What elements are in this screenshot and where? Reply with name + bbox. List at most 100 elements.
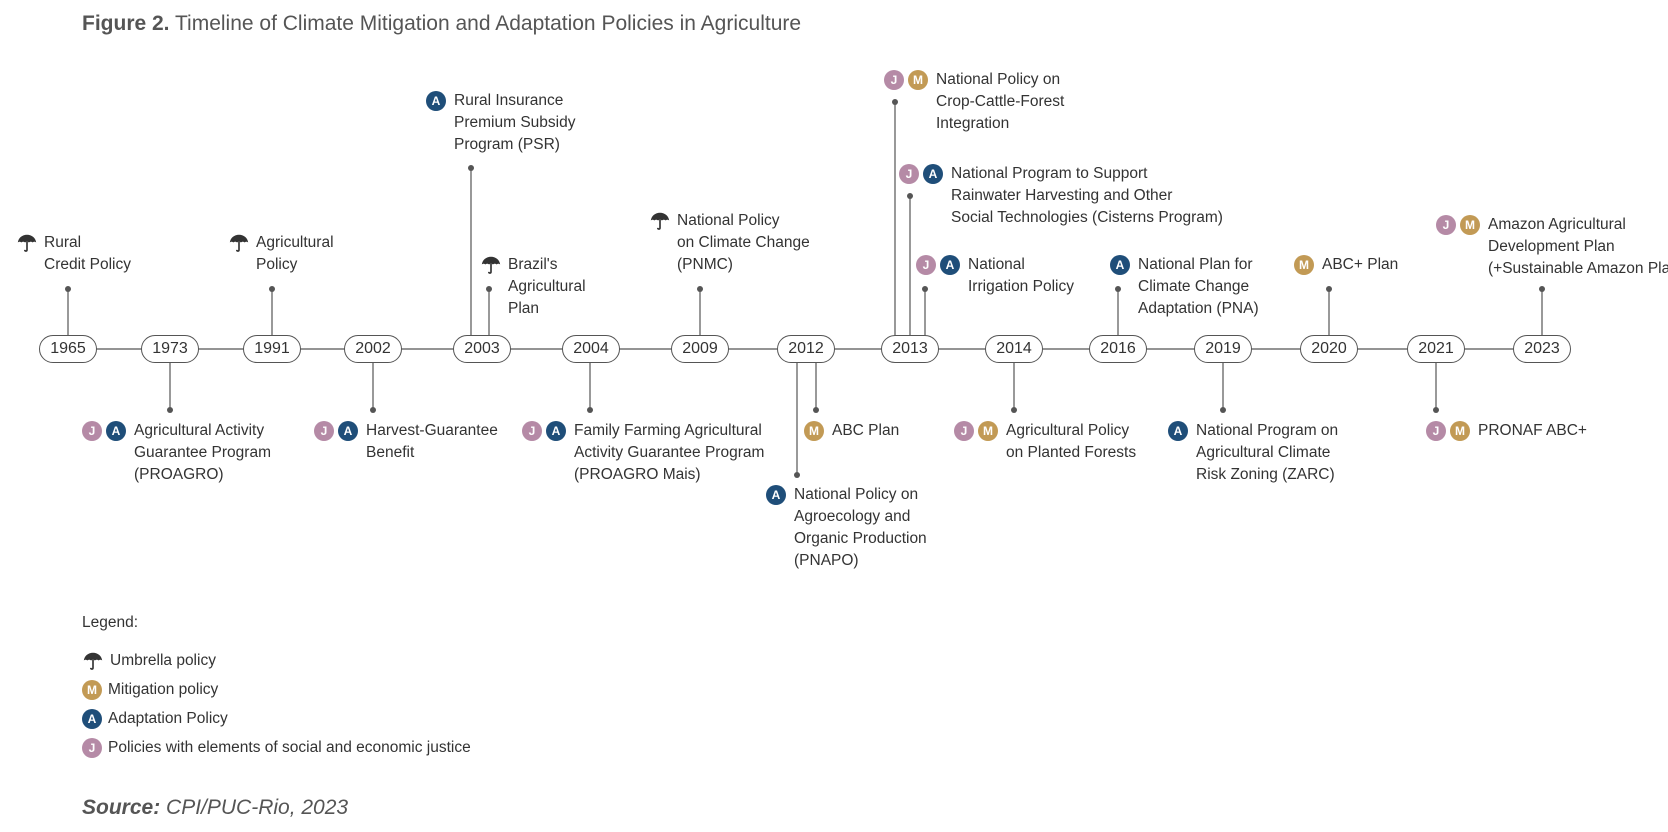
event-dot: [1220, 407, 1226, 413]
event-label-line: (PNMC): [677, 256, 733, 273]
event-label-line: Activity Guarantee Program: [574, 444, 765, 461]
event-label-line: National: [968, 256, 1025, 273]
badge-m: M: [978, 421, 998, 441]
event-label-line: Adaptation (PNA): [1138, 300, 1259, 317]
event-label: PRONAF ABC+: [1478, 420, 1587, 442]
event-badges: [228, 233, 250, 253]
badge-a: A: [1110, 255, 1130, 275]
legend-item-text: Umbrella policy: [110, 652, 216, 669]
year-marker-2020: 2020: [1300, 335, 1358, 363]
event-dot: [370, 407, 376, 413]
legend-item-text: Adaptation Policy: [108, 710, 228, 727]
event-label-line: Program (PSR): [454, 136, 560, 153]
event-label-line: Rural Insurance: [454, 92, 564, 109]
event-dot: [1433, 407, 1439, 413]
event-label-line: PRONAF ABC+: [1478, 422, 1587, 439]
year-marker-2021: 2021: [1407, 335, 1465, 363]
year-marker-2009: 2009: [671, 335, 729, 363]
event-label-line: Organic Production: [794, 530, 927, 547]
event-dot: [587, 407, 593, 413]
event-dot: [1539, 286, 1545, 292]
legend-badge-j: J: [82, 738, 102, 758]
event-label-line: on Climate Change: [677, 234, 810, 251]
legend-title: Legend:: [82, 614, 139, 631]
event-label-line: Social Technologies (Cisterns Program): [951, 209, 1223, 226]
event-label-line: Brazil's: [508, 256, 558, 273]
event-label-line: Development Plan: [1488, 238, 1615, 255]
event-dot: [907, 193, 913, 199]
event-label-line: National Program to Support: [951, 165, 1148, 182]
umbrella-icon: [17, 234, 37, 252]
event-label-line: Family Farming Agricultural: [574, 422, 762, 439]
event-dot: [922, 286, 928, 292]
badge-m: M: [1450, 421, 1470, 441]
legend-item-text: Policies with elements of social and eco…: [108, 739, 471, 756]
year-marker-2023: 2023: [1513, 335, 1571, 363]
event-dot: [1326, 286, 1332, 292]
event-label-line: on Planted Forests: [1006, 444, 1137, 461]
event-badges: A: [1168, 421, 1188, 441]
badge-a: A: [338, 421, 358, 441]
year-marker-2013: 2013: [881, 335, 939, 363]
figure-title: Figure 2. Timeline of Climate Mitigation…: [82, 12, 801, 36]
event-dot: [794, 472, 800, 478]
event-dot: [813, 407, 819, 413]
event-badges: [649, 211, 671, 231]
legend-item: Umbrella policy: [82, 650, 216, 672]
legend-badge-m: M: [82, 680, 102, 700]
event-dot: [269, 286, 275, 292]
year-marker-1973: 1973: [141, 335, 199, 363]
event-label-line: Rainwater Harvesting and Other: [951, 187, 1173, 204]
year-marker-1965: 1965: [39, 335, 97, 363]
source-prefix: Source:: [82, 796, 161, 819]
year-marker-2016: 2016: [1089, 335, 1147, 363]
umbrella-icon: [481, 256, 501, 274]
year-marker-2019: 2019: [1194, 335, 1252, 363]
event-label-line: Amazon Agricultural: [1488, 216, 1626, 233]
event-dot: [486, 286, 492, 292]
event-label-line: Agricultural: [508, 278, 586, 295]
event-label-line: National Program on: [1196, 422, 1339, 439]
badge-j: J: [916, 255, 936, 275]
event-dot: [697, 286, 703, 292]
year-marker-2004: 2004: [562, 335, 620, 363]
badge-a: A: [1168, 421, 1188, 441]
badge-j: J: [314, 421, 334, 441]
event-label-line: Guarantee Program: [134, 444, 271, 461]
umbrella-icon: [83, 652, 103, 670]
legend-item: J Policies with elements of social and ec…: [82, 737, 471, 759]
year-marker-1991: 1991: [243, 335, 301, 363]
event-badges: [480, 255, 502, 275]
event-label-line: Risk Zoning (ZARC): [1196, 466, 1335, 483]
event-badges: [16, 233, 38, 253]
event-label-line: Premium Subsidy: [454, 114, 576, 131]
event-label-line: National Policy: [677, 212, 780, 229]
event-label-line: National Policy on: [936, 71, 1061, 88]
event-dot: [468, 165, 474, 171]
source-text: CPI/PUC-Rio, 2023: [166, 796, 349, 819]
event-label: National Policy on Climate Change (PNMC): [677, 210, 810, 276]
badge-m: M: [908, 70, 928, 90]
event-label-line: Integration: [936, 115, 1010, 132]
event-label-line: Rural: [44, 234, 82, 251]
badge-m: M: [1460, 215, 1480, 235]
badge-j: J: [899, 164, 919, 184]
badge-a: A: [940, 255, 960, 275]
